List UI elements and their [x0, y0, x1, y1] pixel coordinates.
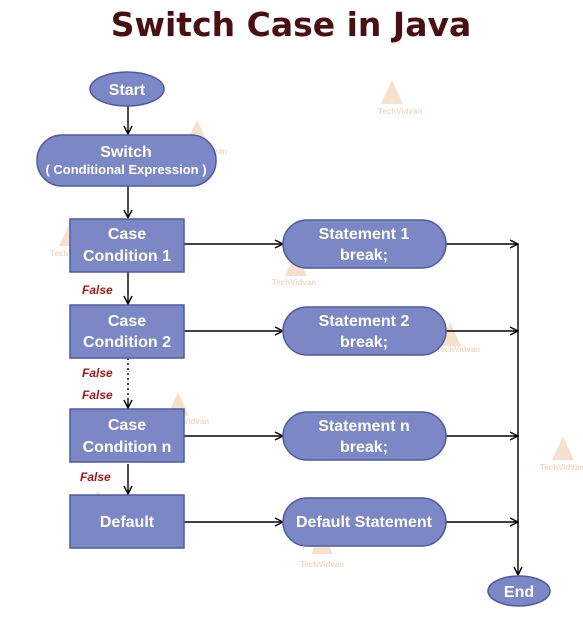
statementn-break-label: break;	[340, 439, 388, 456]
default-statement-node: Default Statement	[282, 497, 447, 547]
statement-2-node: Statement 2 break;	[282, 306, 447, 356]
case-condition-2-node: Case Condition 2	[69, 304, 185, 359]
end-node: End	[487, 575, 551, 607]
statementn-label: Statement n	[318, 418, 410, 435]
casen-label: Case	[108, 417, 146, 434]
default-node: Default	[69, 494, 185, 549]
start-label: Start	[109, 82, 146, 99]
case2-condition-label: Condition 2	[83, 334, 171, 351]
switch-expression-label: ( Conditional Expression )	[45, 162, 206, 177]
case1-label: Case	[108, 226, 146, 243]
watermark-text: TechVidvan	[272, 278, 316, 287]
case-condition-n-node: Case Condition n	[69, 408, 185, 463]
switch-label: Switch	[100, 144, 152, 161]
statement2-label: Statement 2	[319, 313, 410, 330]
end-label: End	[504, 584, 534, 601]
false-label: False	[82, 283, 113, 297]
false-label: False	[82, 366, 113, 380]
statement2-break-label: break;	[340, 334, 388, 351]
casen-condition-label: Condition n	[83, 439, 172, 456]
switch-node: Switch ( Conditional Expression )	[36, 134, 217, 187]
case-condition-1-node: Case Condition 1	[69, 218, 185, 273]
default-label: Default	[100, 514, 155, 531]
start-node: Start	[89, 71, 165, 107]
default-statement-label: Default Statement	[296, 514, 433, 531]
case2-label: Case	[108, 313, 146, 330]
statement1-break-label: break;	[340, 247, 388, 264]
watermark-text: TechVidvan	[540, 463, 583, 472]
statement-1-node: Statement 1 break;	[282, 219, 447, 269]
watermark-text: TechVidvan	[300, 560, 344, 569]
diagram-title: Switch Case in Java	[111, 5, 472, 44]
statement-n-node: Statement n break;	[282, 411, 447, 461]
false-label: False	[80, 470, 111, 484]
watermark-text: TechVidvan	[165, 417, 209, 426]
false-label: False	[82, 388, 113, 402]
statement1-label: Statement 1	[319, 226, 410, 243]
edges	[128, 106, 518, 575]
watermark-text: TechVidvan	[378, 107, 422, 116]
watermark-text: TechVidvan	[436, 345, 480, 354]
case1-condition-label: Condition 1	[83, 248, 171, 265]
